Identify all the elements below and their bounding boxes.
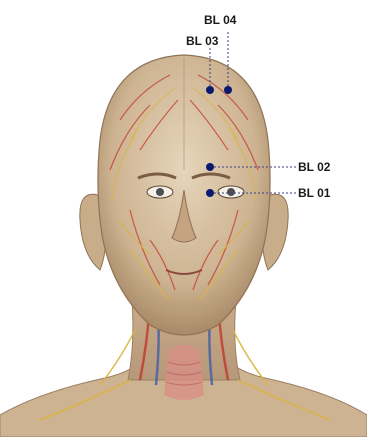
label-bl04: BL 04 — [204, 13, 237, 27]
marker-bl04 — [224, 86, 232, 94]
right-iris — [227, 188, 235, 196]
label-bl02: BL 02 — [298, 160, 331, 174]
marker-bl01 — [206, 189, 214, 197]
marker-bl02 — [206, 163, 214, 171]
label-bl01: BL 01 — [298, 186, 331, 200]
marker-bl03 — [206, 86, 214, 94]
left-iris — [156, 188, 164, 196]
label-bl03: BL 03 — [186, 34, 219, 48]
